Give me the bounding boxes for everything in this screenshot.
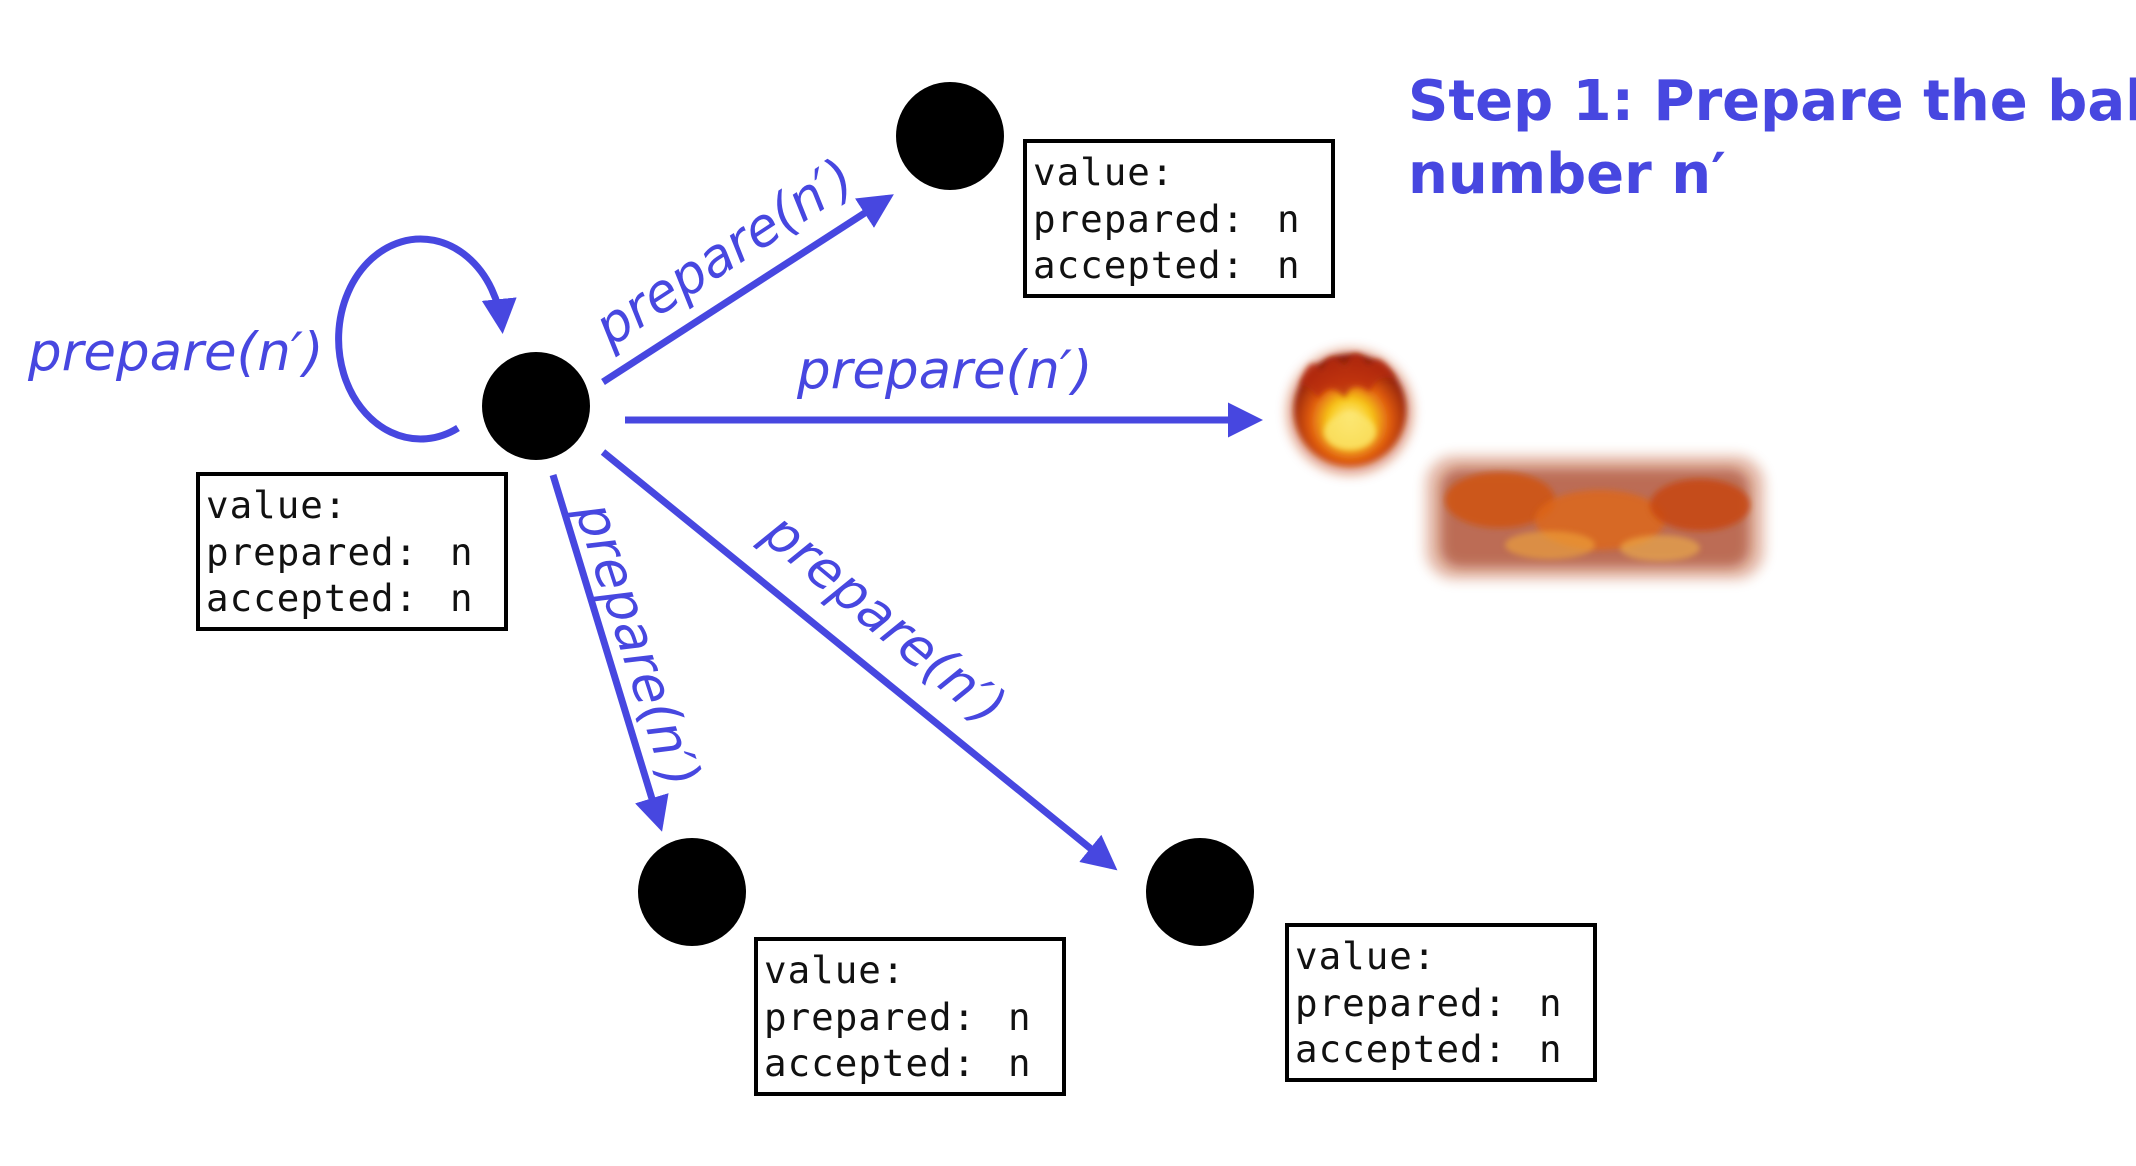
edge-to-crashed-node: prepare(n′) (625, 340, 1263, 438)
edge-to-bottom-left-acceptor: prepare(n′) (549, 473, 712, 832)
bottom-right-acceptor-state-box: value: prepared: n accepted: n (1285, 923, 1597, 1082)
accepted-value: n (450, 576, 474, 620)
edge-label-bottom-right: prepare(n′) (751, 501, 1017, 738)
accepted-value: n (1539, 1027, 1563, 1071)
bottom-left-acceptor-node (638, 838, 746, 946)
accepted-label: accepted: (206, 576, 418, 620)
proposer-node (482, 352, 590, 460)
prepared-label: prepared: (206, 530, 418, 574)
prepared-value: n (450, 530, 474, 574)
edge-label-top: prepare(n′) (583, 147, 865, 360)
burned-state-box (1425, 455, 1765, 580)
bottom-right-acceptor-node (1146, 838, 1254, 946)
value-label: value: (764, 948, 905, 992)
prepared-label: prepared: (764, 995, 976, 1039)
title-line-2: number n′ (1408, 142, 1726, 207)
value-label: value: (206, 483, 347, 527)
prepared-value: n (1277, 197, 1301, 241)
value-label: value: (1033, 150, 1174, 194)
proposer-state-box: value: prepared: n accepted: n (196, 472, 508, 631)
top-acceptor-node (896, 82, 1004, 190)
top-acceptor-state-box: value: prepared: n accepted: n (1023, 139, 1335, 298)
accepted-label: accepted: (1033, 243, 1245, 287)
self-loop-edge: prepare(n′) (27, 235, 517, 443)
crashed-node-fire (1288, 350, 1412, 474)
prepared-value: n (1539, 981, 1563, 1025)
edge-label-crashed: prepare(n′) (796, 340, 1093, 401)
prepared-value: n (1008, 995, 1032, 1039)
accepted-label: accepted: (764, 1041, 976, 1085)
accepted-value: n (1277, 243, 1301, 287)
prepared-label: prepared: (1295, 981, 1507, 1025)
value-label: value: (1295, 934, 1436, 978)
edge-to-bottom-right-acceptor: prepare(n′) (600, 449, 1118, 871)
self-loop-label: prepare(n′) (27, 322, 324, 383)
prepared-label: prepared: (1033, 197, 1245, 241)
title-line-1: Step 1: Prepare the ballot (1408, 69, 2136, 134)
accepted-label: accepted: (1295, 1027, 1507, 1071)
accepted-value: n (1008, 1041, 1032, 1085)
bottom-left-acceptor-state-box: value: prepared: n accepted: n (754, 937, 1066, 1096)
